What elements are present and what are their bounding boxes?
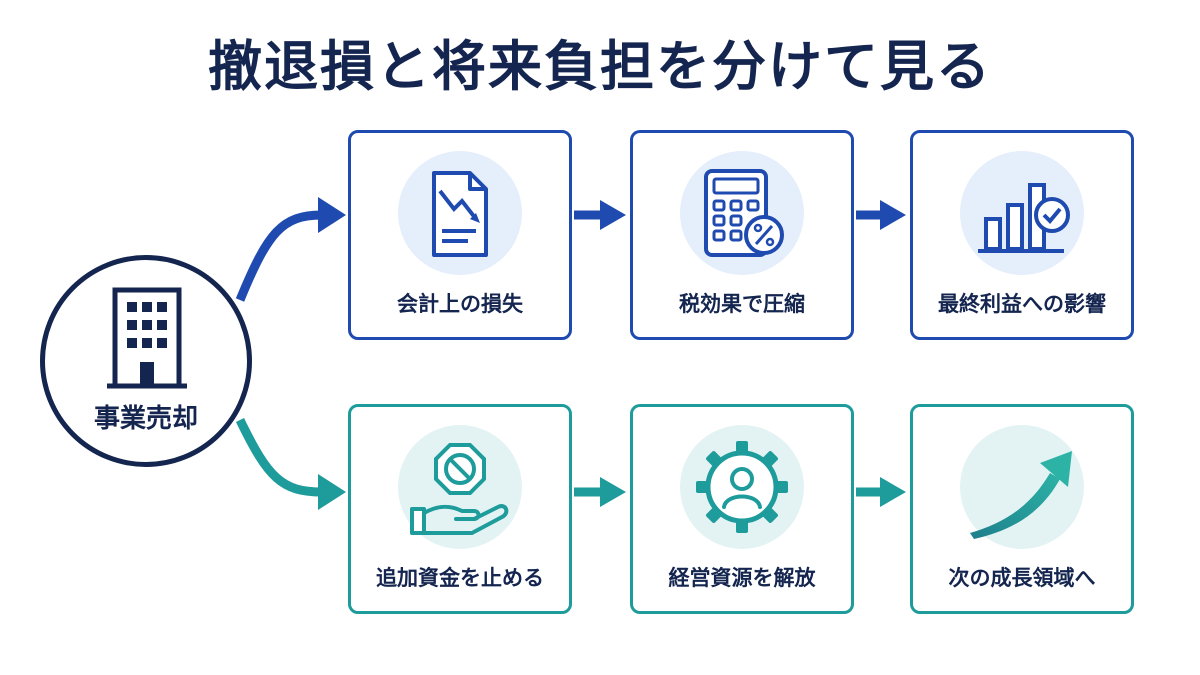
gear-person-icon xyxy=(696,441,788,533)
step-card-accounting-loss: 会計上の損失 xyxy=(348,130,572,340)
step-label: 税効果で圧縮 xyxy=(679,292,805,316)
step-card-stop-funding: 追加資金を止める xyxy=(348,404,572,614)
bar-chart-check-icon xyxy=(978,183,1070,253)
branch-arrow-lower-head xyxy=(318,474,346,510)
source-label: 事業売却 xyxy=(93,404,198,434)
calculator-percent-icon xyxy=(704,169,784,257)
hand-stop-sign-icon xyxy=(410,443,509,535)
page-title: 撤退損と将来負担を分けて見る xyxy=(208,35,992,98)
branch-arrow-upper xyxy=(235,210,323,302)
step-card-net-income-impact: 最終利益への影響 xyxy=(910,130,1134,340)
icon-background xyxy=(960,425,1084,549)
branch-arrow-lower xyxy=(235,418,323,497)
step-label: 最終利益への影響 xyxy=(938,292,1106,316)
branch-arrow-upper-head xyxy=(318,197,346,233)
step-label: 経営資源を解放 xyxy=(668,566,816,590)
step-card-next-growth: 次の成長領域へ xyxy=(910,404,1134,614)
step-label: 会計上の損失 xyxy=(397,292,523,316)
document-down-trend-icon xyxy=(432,171,488,257)
step-card-tax-effect: 税効果で圧縮 xyxy=(630,130,854,340)
step-card-free-resources: 経営資源を解放 xyxy=(630,404,854,614)
step-label: 追加資金を止める xyxy=(376,566,544,590)
growth-arrow-icon xyxy=(970,451,1072,539)
step-label: 次の成長領域へ xyxy=(948,566,1096,590)
source-node: 事業売却 xyxy=(40,255,252,467)
office-building-icon xyxy=(107,287,187,389)
